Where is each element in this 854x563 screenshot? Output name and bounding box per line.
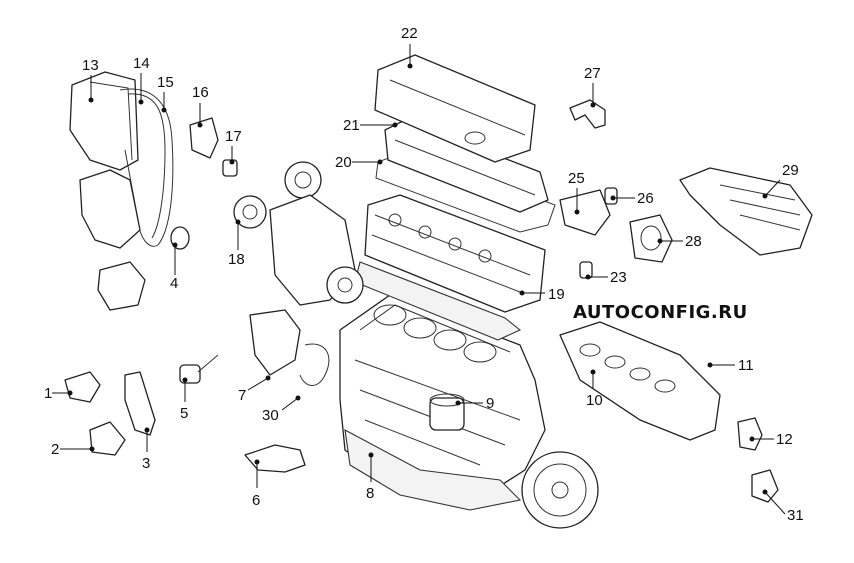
leader-dot-11 <box>707 362 713 368</box>
part-label-31: 31 <box>787 507 804 524</box>
leader-dot-23 <box>585 274 591 280</box>
leader-dot-9 <box>455 400 461 406</box>
leader-dot-1 <box>67 390 73 396</box>
bracket-7 <box>249 309 301 376</box>
leader-dot-7 <box>265 375 271 381</box>
leader-dot-27 <box>590 102 596 108</box>
part-label-16: 16 <box>192 84 209 101</box>
part-label-13: 13 <box>82 57 99 74</box>
part-label-22: 22 <box>401 25 418 42</box>
leader-dot-13 <box>88 97 94 103</box>
leader-dot-29 <box>762 193 768 199</box>
leader-dot-5 <box>182 377 188 383</box>
part-label-15: 15 <box>157 74 174 91</box>
bracket-30 <box>299 343 330 386</box>
leader-dot-2 <box>89 446 95 452</box>
part-label-8: 8 <box>366 485 374 502</box>
part-label-25: 25 <box>568 170 585 187</box>
sensor-12 <box>737 417 763 451</box>
part-label-6: 6 <box>252 492 260 509</box>
part-label-11: 11 <box>738 357 754 374</box>
hose-27 <box>569 99 606 129</box>
leader-line-31 <box>764 491 786 515</box>
part-label-4: 4 <box>170 275 178 292</box>
part-label-26: 26 <box>637 190 654 207</box>
part-label-10: 10 <box>586 392 603 409</box>
leader-dot-18 <box>235 219 241 225</box>
exhaust-manifold <box>559 321 721 441</box>
part-label-21: 21 <box>343 117 360 134</box>
air-intake-duct <box>679 167 813 256</box>
leader-line-7 <box>247 377 269 391</box>
leader-dot-15 <box>161 107 167 113</box>
part-label-27: 27 <box>584 65 601 82</box>
left-small-parts <box>64 354 306 473</box>
part-label-30: 30 <box>262 407 279 424</box>
leader-dot-16 <box>197 122 203 128</box>
part-label-9: 9 <box>486 395 494 412</box>
leader-dot-20 <box>377 159 383 165</box>
part-label-23: 23 <box>610 269 627 286</box>
leader-line-29 <box>764 179 781 197</box>
leader-dot-25 <box>574 209 580 215</box>
part-label-5: 5 <box>180 405 188 422</box>
leader-dot-19 <box>519 290 525 296</box>
fuel-rail <box>559 189 611 236</box>
part-label-20: 20 <box>335 154 352 171</box>
flywheel <box>521 451 599 529</box>
leader-dot-21 <box>392 122 398 128</box>
leader-dot-12 <box>749 436 755 442</box>
leader-dot-14 <box>138 99 144 105</box>
part-label-28: 28 <box>685 233 702 250</box>
leader-line-30 <box>281 397 299 411</box>
leader-dot-22 <box>407 63 413 69</box>
rear-timing-plate <box>269 194 364 306</box>
leader-dot-10 <box>590 369 596 375</box>
part-label-18: 18 <box>228 251 245 268</box>
cylinder-head <box>354 194 546 341</box>
watermark-text: AUTOCONFIG.RU <box>573 302 748 323</box>
part-label-3: 3 <box>142 455 150 472</box>
leader-dot-8 <box>368 452 374 458</box>
leader-dot-4 <box>172 242 178 248</box>
sensor-26 <box>604 187 618 205</box>
part-label-2: 2 <box>51 441 59 458</box>
part-label-7: 7 <box>238 387 246 404</box>
part-label-1: 1 <box>44 385 52 402</box>
oil-filter <box>429 393 465 431</box>
bracket-31 <box>751 469 779 503</box>
part-label-19: 19 <box>548 286 565 303</box>
part-label-17: 17 <box>225 128 242 145</box>
leader-dot-6 <box>254 459 260 465</box>
leader-dot-3 <box>144 427 150 433</box>
leader-dot-31 <box>762 489 768 495</box>
part-label-29: 29 <box>782 162 799 179</box>
leader-dot-30 <box>295 395 301 401</box>
valve-cover <box>374 54 536 163</box>
leader-dot-26 <box>610 195 616 201</box>
part-label-12: 12 <box>776 431 793 448</box>
part-label-14: 14 <box>133 55 150 72</box>
timing-covers <box>69 71 174 311</box>
throttle-body <box>629 214 673 263</box>
leader-dot-17 <box>229 159 235 165</box>
leader-dot-28 <box>657 238 663 244</box>
